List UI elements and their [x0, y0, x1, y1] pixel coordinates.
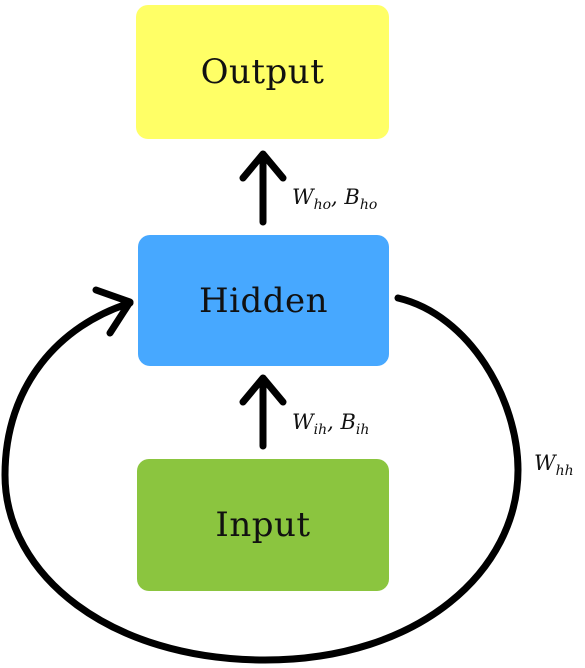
bias-symbol: B: [344, 185, 360, 209]
input-to-hidden-weight-label: Wih, Bih: [292, 410, 370, 438]
weight-symbol: W: [534, 451, 556, 475]
weight-symbol: W: [292, 410, 314, 434]
input-node-label: Input: [215, 505, 311, 545]
weight-subscript: ho: [313, 197, 332, 213]
bias-symbol: B: [340, 410, 356, 434]
weight-symbol: W: [292, 185, 314, 209]
arrow-hidden-to-output: [239, 150, 287, 226]
arrow-recurrent-loop: [1, 286, 522, 664]
output-node: Output: [136, 5, 389, 139]
input-node: Input: [137, 459, 389, 591]
bias-subscript: ho: [359, 197, 378, 213]
hidden-to-output-weight-label: Who, Bho: [292, 185, 378, 213]
weight-subscript: hh: [555, 463, 574, 479]
arrow-input-to-hidden: [239, 374, 287, 450]
output-node-label: Output: [200, 52, 325, 92]
hidden-node: Hidden: [138, 235, 389, 366]
hidden-node-label: Hidden: [198, 280, 329, 321]
separator: ,: [331, 185, 345, 209]
weight-subscript: ih: [313, 422, 328, 438]
recurrent-weight-label: Whh: [534, 451, 574, 479]
bias-subscript: ih: [355, 422, 370, 438]
separator: ,: [327, 410, 341, 434]
